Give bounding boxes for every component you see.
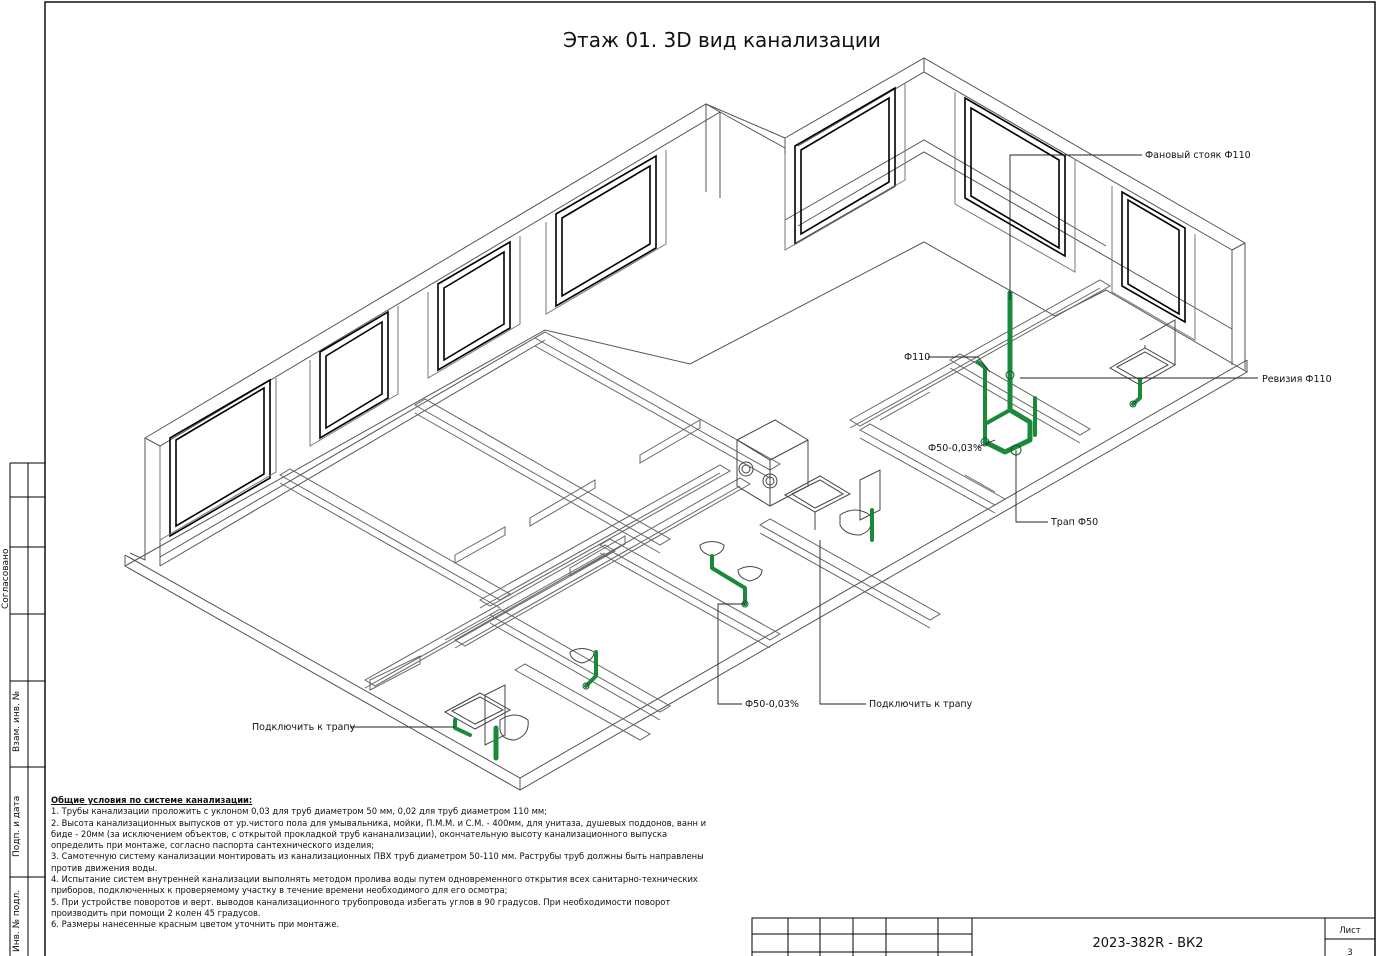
sheet-number: 3 [1347, 948, 1352, 956]
note-line: приборов, подключенных к проверяемому уч… [51, 885, 508, 896]
note-line: против движения воды. [51, 862, 158, 873]
label-pipe-50-slope-b: Ф50-0,03% [745, 699, 799, 710]
note-line: 6. Размеры нанесенные красным цветом уто… [51, 919, 340, 930]
note-line: биде - 20мм (за исключением объектов, с … [51, 828, 668, 839]
note-line: 4. Испытание систем внутренней канализац… [51, 874, 698, 885]
sheet-label: Лист [1339, 926, 1361, 936]
building-3d-view [123, 57, 1248, 791]
note-line: производить при помощи 2 колен 45 градус… [51, 907, 261, 918]
pipe-fittings [582, 370, 1137, 690]
page-title: Этаж 01. 3D вид канализации [563, 28, 881, 52]
leader-lines [350, 154, 1258, 728]
side-agreed: Согласовано [1, 548, 11, 609]
general-notes: Общие условия по системе канализации: 1.… [51, 795, 751, 931]
title-block [751, 917, 1376, 956]
label-vent-riser: Фановый стояк Ф110 [1145, 150, 1251, 161]
side-signature-date: Подп. и дата [12, 796, 22, 857]
sheet-frame [44, 1, 1376, 956]
notes-heading: Общие условия по системе канализации: [51, 795, 253, 805]
label-drain-50: Трап Ф50 [1050, 517, 1098, 528]
side-replaced-inv: Взам. инв. № [12, 691, 22, 752]
label-connect-drain-a: Подключить к трапу [252, 722, 356, 733]
drawing-code: 2023-382R - ВК2 [1093, 936, 1204, 951]
label-connect-drain-b: Подключить к трапу [869, 699, 973, 710]
note-line: 3. Самотечную систему канализации монтир… [51, 851, 704, 862]
side-inv-original: Инв. № подл. [12, 890, 22, 952]
label-pipe-110: Ф110 [904, 352, 930, 363]
note-line: 1. Трубы канализации проложить с уклоном… [51, 806, 548, 817]
note-line: определить при монтаже, согласно паспорт… [51, 840, 375, 851]
label-pipe-50-slope-a: Ф50-0,03% [928, 443, 982, 454]
sewage-pipes [453, 290, 1142, 761]
note-line: 2. Высота канализационных выпусков от ур… [51, 817, 707, 828]
label-revision: Ревизия Ф110 [1262, 374, 1332, 385]
note-line: 5. При устройстве поворотов и верт. выво… [51, 896, 671, 907]
side-stamp [9, 462, 45, 956]
